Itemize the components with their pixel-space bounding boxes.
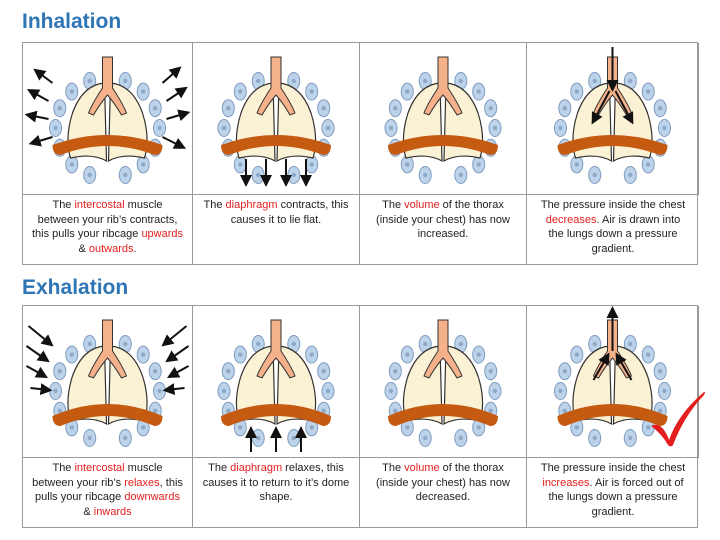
highlight-word: outwards: [88, 242, 134, 255]
highlight-word: relaxes: [124, 476, 160, 489]
check-mark-icon: [651, 391, 705, 447]
trachea: [87, 56, 128, 116]
diaphragm: [388, 404, 498, 426]
exhalation-diagram-2: [193, 306, 360, 458]
diaphragm: [557, 404, 668, 426]
inhalation-diagram-1: [23, 43, 193, 195]
inhalation-diagram-3: [360, 43, 527, 195]
diaphragm: [557, 135, 668, 155]
trachea: [256, 56, 296, 116]
highlight-word: decreases: [545, 213, 597, 226]
trachea: [256, 319, 296, 379]
diaphragm: [52, 404, 163, 426]
highlight-word: upwards: [141, 228, 184, 240]
diaphragm: [221, 404, 331, 426]
diaphragm: [52, 135, 163, 155]
trachea: [423, 56, 463, 116]
inhalation-diagram-4: [527, 43, 699, 195]
highlight-word: increases: [542, 476, 590, 489]
highlight-word: diaphragm: [225, 199, 278, 211]
highlight-word: intercostal: [74, 199, 125, 211]
highlight-word: diaphragm: [230, 462, 283, 474]
ribcage: [49, 335, 166, 447]
trachea: [87, 319, 128, 379]
exhalation-diagram-4: [527, 306, 699, 458]
exhalation-caption-3: The volume of the thorax(inside your che…: [360, 458, 527, 527]
inhalation-diagram-2: [193, 43, 360, 195]
trachea: [423, 319, 463, 379]
highlight-word: inwards: [93, 505, 132, 518]
diaphragm: [221, 135, 331, 155]
exhalation-diagram-1: [23, 306, 193, 458]
diaphragm: [388, 135, 498, 155]
exhalation-heading: Exhalation: [22, 276, 129, 299]
inhalation-caption-3: The volume of the thorax(inside your che…: [360, 195, 527, 264]
highlight-word: downwards: [124, 491, 180, 503]
exhalation-diagram-3: [360, 306, 527, 458]
highlight-word: intercostal: [74, 462, 125, 474]
highlight-word: volume: [404, 462, 440, 474]
highlight-word: volume: [404, 199, 440, 211]
inhalation-heading: Inhalation: [22, 10, 122, 33]
